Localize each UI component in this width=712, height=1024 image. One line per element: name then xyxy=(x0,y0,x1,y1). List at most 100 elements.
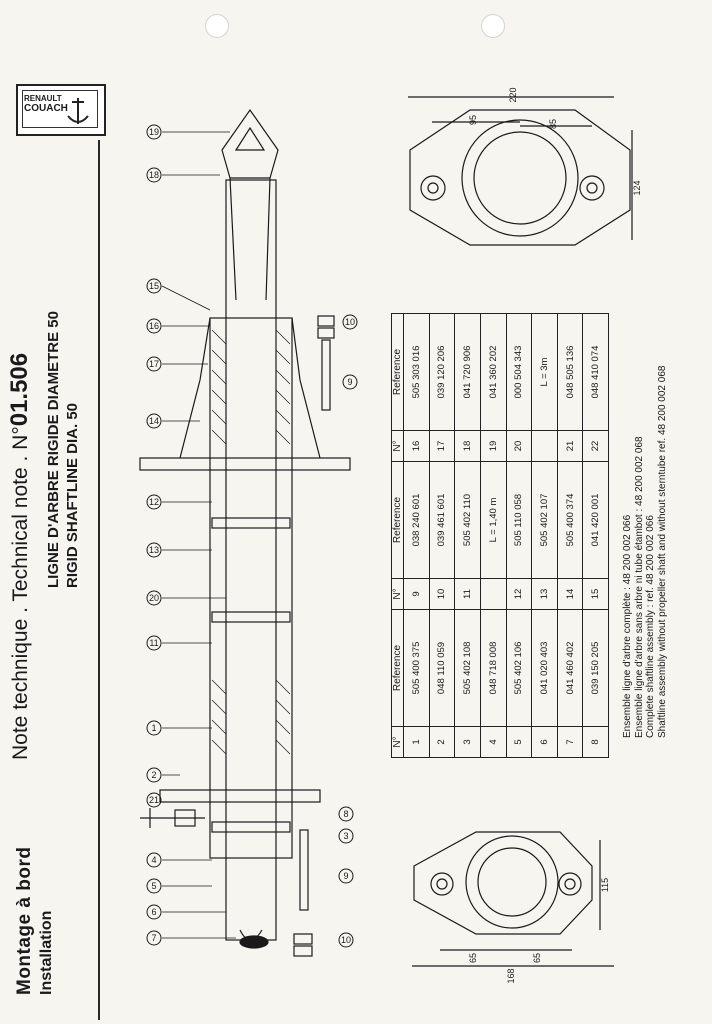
callout-20: 20 xyxy=(146,590,162,606)
callout-8-label: 8 xyxy=(343,809,348,819)
assembly-line-4: Shaftline assembly without propeller sha… xyxy=(656,365,668,738)
item-number xyxy=(480,578,506,610)
logo-line1: RENAULT xyxy=(24,94,62,103)
callout-7: 7 xyxy=(146,930,162,946)
item-reference: 505 402 110 xyxy=(454,461,481,579)
callout-8: 8 xyxy=(338,806,354,822)
callout-16-label: 16 xyxy=(149,321,159,331)
item-reference: 505 110 058 xyxy=(506,461,532,579)
item-reference: 505 400 375 xyxy=(403,609,430,727)
dim-168: 168 xyxy=(506,968,516,983)
callout-19: 19 xyxy=(146,124,162,140)
callout-10-label: 10 xyxy=(341,935,351,945)
callout-15-label: 15 xyxy=(149,281,159,291)
assembly-line-2: Ensemble ligne d'arbre sans arbre ni tub… xyxy=(633,436,645,738)
item-number: 20 xyxy=(506,430,532,462)
dim-115: 115 xyxy=(600,878,610,892)
callout-9-label: 9 xyxy=(343,871,348,881)
item-reference: 048 505 136 xyxy=(557,313,583,431)
callout-21: 21 xyxy=(146,792,162,808)
propeller-shaft xyxy=(225,179,277,941)
dim-124: 124 xyxy=(632,180,642,195)
renault-couach-logo: RENAULT COUACH xyxy=(16,84,106,136)
callout-10b-label: 10 xyxy=(345,317,355,327)
callout-5: 5 xyxy=(146,878,162,894)
item-number: 22 xyxy=(582,430,609,462)
item-reference: 041 460 402 xyxy=(557,609,583,727)
item-number: 6 xyxy=(531,726,558,758)
item-number: 21 xyxy=(557,430,583,462)
item-number: 14 xyxy=(557,578,583,610)
callout-14-label: 14 xyxy=(149,416,159,426)
callout-14: 14 xyxy=(146,413,162,429)
item-number: 10 xyxy=(429,578,455,610)
callout-1: 1 xyxy=(146,720,162,736)
callout-1-label: 1 xyxy=(151,723,156,733)
item-reference: 041 420 001 xyxy=(582,461,609,579)
item-reference: 038 240 601 xyxy=(403,461,430,579)
callout-11-label: 11 xyxy=(149,638,158,648)
anchor-icon xyxy=(67,98,89,124)
item-number: 1 xyxy=(403,726,430,758)
callout-12-label: 12 xyxy=(149,497,159,507)
callout-17: 17 xyxy=(146,356,162,372)
callout-4: 4 xyxy=(146,852,162,868)
callout-20-label: 20 xyxy=(149,593,159,603)
item-reference: 505 303 016 xyxy=(403,313,430,431)
upper-flange xyxy=(139,457,351,471)
item-number: 13 xyxy=(531,578,558,610)
callout-19-label: 19 xyxy=(149,127,159,137)
punch-hole-left xyxy=(205,14,229,38)
item-number: 5 xyxy=(506,726,532,758)
item-reference: 039 461 601 xyxy=(429,461,455,579)
reference-table: N° Reference N° Reference N° Reference 1… xyxy=(391,313,609,758)
flange-bottom-outline xyxy=(413,831,593,935)
lag-bolt-lower xyxy=(299,829,309,911)
item-number: 15 xyxy=(582,578,609,610)
lag-bolt-upper xyxy=(321,339,331,411)
item-number: 16 xyxy=(403,430,430,462)
item-reference: 048 110 059 xyxy=(429,609,455,727)
dim-65a: 65 xyxy=(468,953,478,963)
callout-16: 16 xyxy=(146,318,162,334)
callout-10: 10 xyxy=(338,932,354,948)
callout-13-label: 13 xyxy=(149,545,159,555)
item-number: 7 xyxy=(557,726,583,758)
callout-15: 15 xyxy=(146,278,162,294)
item-reference: 039 120 206 xyxy=(429,313,455,431)
item-number: 12 xyxy=(506,578,532,610)
item-number: 19 xyxy=(480,430,506,462)
lower-flange xyxy=(159,789,321,803)
item-reference: 048 410 074 xyxy=(582,313,609,431)
item-reference: 505 402 108 xyxy=(454,609,481,727)
callout-7-label: 7 xyxy=(151,933,156,943)
dim-95: 95 xyxy=(468,115,478,125)
item-number: 9 xyxy=(403,578,430,610)
item-reference: L = 3m xyxy=(531,313,558,431)
callout-10b: 10 xyxy=(342,314,358,330)
item-reference: 505 402 107 xyxy=(531,461,558,579)
callout-18: 18 xyxy=(146,167,162,183)
callout-11: 11 xyxy=(146,635,162,651)
item-number xyxy=(531,430,558,462)
item-reference: 000 504 343 xyxy=(506,313,532,431)
callout-3: 3 xyxy=(338,828,354,844)
dim-65b: 65 xyxy=(532,953,542,963)
assembly-line-3: Complete shaftline assembly : ref. 48 20… xyxy=(645,515,656,738)
shaft-nut xyxy=(221,108,279,179)
item-reference: 039 150 205 xyxy=(582,609,609,727)
table-header: N° Reference N° Reference N° Reference xyxy=(391,313,404,758)
dim-85: 85 xyxy=(548,119,558,129)
item-reference: L = 1,40 m xyxy=(480,461,506,579)
item-reference: 041 720 906 xyxy=(454,313,481,431)
callout-17-label: 17 xyxy=(149,359,159,369)
assembly-line-1: Ensemble ligne d'arbre complète : 48 200… xyxy=(622,514,633,738)
item-reference: 505 402 106 xyxy=(506,609,532,727)
callout-9: 9 xyxy=(338,868,354,884)
